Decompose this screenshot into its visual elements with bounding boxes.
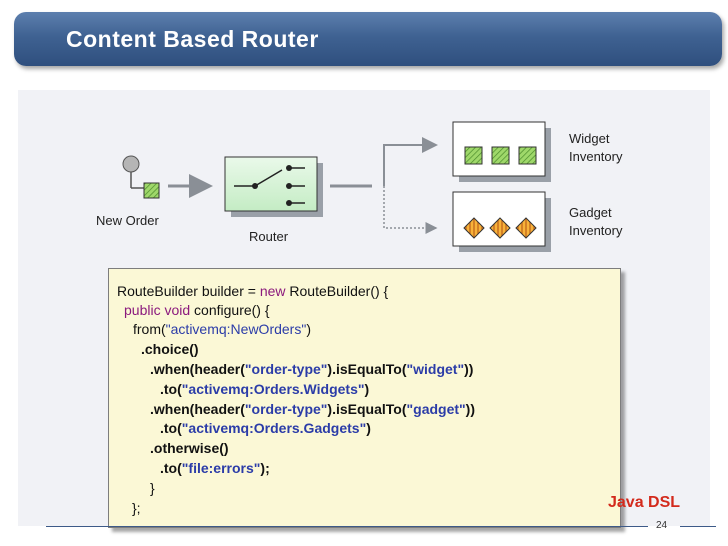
new-order-label: New Order <box>96 213 159 228</box>
code-line-8: .to("activemq:Orders.Gadgets") <box>160 420 371 436</box>
code-line-10: .to("file:errors"); <box>160 460 270 476</box>
code-line-5: .when(header("order-type").isEqualTo("wi… <box>150 361 474 377</box>
message-icon <box>143 182 160 199</box>
code-block <box>108 268 621 528</box>
widget-label-line2: Inventory <box>569 149 623 164</box>
gadget-label-line2: Inventory <box>569 223 623 238</box>
router-box <box>224 156 323 217</box>
code-line-9: .otherwise() <box>150 440 229 456</box>
code-line-4: .choice() <box>141 341 199 357</box>
gadget-message-icon <box>515 217 537 239</box>
code-line-1: RouteBuilder builder = new RouteBuilder(… <box>117 283 389 299</box>
gadget-message-icon <box>489 217 511 239</box>
footer-rule-right <box>680 526 716 527</box>
arrow-to-gadget <box>383 186 438 234</box>
widget-label-line1: Widget <box>569 131 610 146</box>
code-line-7: .when(header("order-type").isEqualTo("ga… <box>150 401 475 417</box>
footer-rule <box>46 526 648 527</box>
router-label: Router <box>249 229 289 244</box>
code-line-6: .to("activemq:Orders.Widgets") <box>160 381 370 397</box>
gadget-message-icon <box>463 217 485 239</box>
gadget-inventory-box <box>452 191 551 252</box>
widget-message-icon <box>464 146 483 165</box>
slide-title: Content Based Router <box>66 26 319 52</box>
widget-message-icon <box>491 146 510 165</box>
java-dsl-label: Java DSL <box>608 494 681 511</box>
widget-message-icon <box>518 146 537 165</box>
title-bar <box>14 12 722 66</box>
code-line-11: } <box>150 480 155 496</box>
new-order-source <box>122 155 160 199</box>
code-line-2: public void configure() { <box>124 302 270 318</box>
widget-inventory-box <box>452 121 551 182</box>
gadget-label-line1: Gadget <box>569 205 612 220</box>
code-line-12: }; <box>132 500 141 516</box>
arrow-to-widget <box>383 137 438 186</box>
page-number: 24 <box>656 520 668 531</box>
code-line-3: from("activemq:NewOrders") <box>133 321 311 337</box>
